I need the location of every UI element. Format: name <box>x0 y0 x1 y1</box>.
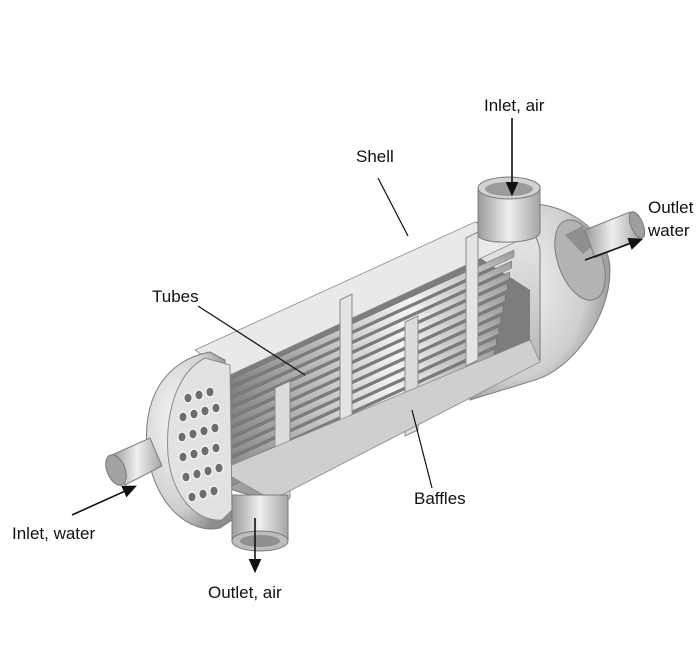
outlet-water-arrow <box>584 237 644 261</box>
inlet-air-nozzle <box>477 176 541 243</box>
tube-hole <box>205 386 215 398</box>
inlet-water-nozzle <box>105 437 163 486</box>
tubes-leader-line <box>197 305 306 376</box>
tube-hole <box>211 442 221 454</box>
tube-hole <box>194 389 204 401</box>
tube-hole <box>177 431 187 443</box>
tube-hole <box>203 465 213 477</box>
shell-leader-line <box>377 177 409 237</box>
inlet-air-label: Inlet, air <box>484 96 545 115</box>
outlet-water-label: Outlet water <box>648 196 700 242</box>
shell-bottom-lip <box>219 339 541 501</box>
inlet-water-arrow <box>71 485 137 516</box>
tube-hole <box>198 488 208 500</box>
baffles-label: Baffles <box>414 489 466 508</box>
baffle-2 <box>339 293 353 427</box>
baffles-leader-line <box>411 409 433 489</box>
tube-hole <box>214 462 224 474</box>
tube-hole <box>189 448 199 460</box>
shell-label: Shell <box>356 147 394 166</box>
tube-hole <box>200 445 210 457</box>
tube-sheet-holes <box>177 386 224 503</box>
tube-hole <box>178 411 188 423</box>
tube-hole <box>189 408 199 420</box>
tube-hole <box>183 392 193 404</box>
tube-hole <box>188 428 198 440</box>
tube-hole <box>192 468 202 480</box>
left-end-cap <box>146 351 233 530</box>
tubes-label: Tubes <box>152 287 199 306</box>
leader-lines <box>197 177 433 489</box>
outlet-water-nozzle <box>584 211 646 259</box>
tube-hole <box>187 491 197 503</box>
outlet-air-nozzle <box>231 494 289 552</box>
inlet-water-label: Inlet, water <box>12 524 96 543</box>
tube-hole <box>209 485 219 497</box>
tube-hole <box>199 425 209 437</box>
outlet-water-label-line1: Outlet <box>648 198 694 217</box>
tube-hole <box>181 471 191 483</box>
baffle-4 <box>465 231 479 367</box>
tube-hole <box>211 402 221 414</box>
tube-hole <box>178 451 188 463</box>
outlet-water-label-line2: water <box>648 221 690 240</box>
outlet-air-label: Outlet, air <box>208 583 282 602</box>
tube-hole <box>200 405 210 417</box>
flow-arrows <box>71 118 644 574</box>
tube-hole <box>210 422 220 434</box>
